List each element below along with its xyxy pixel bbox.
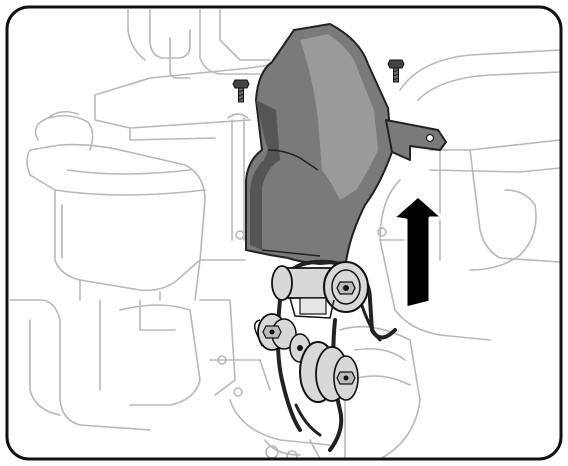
engine-line-art bbox=[9, 9, 561, 459]
lower-pulley bbox=[289, 333, 359, 403]
mounting-screw-icon bbox=[387, 59, 405, 83]
upper-pulley bbox=[271, 261, 369, 319]
idler-pulley bbox=[253, 313, 297, 351]
mounting-screw-left bbox=[232, 79, 250, 103]
up-arrow-icon bbox=[391, 194, 445, 310]
mounting-screw-icon bbox=[232, 79, 250, 103]
mounting-screw-right bbox=[387, 59, 405, 83]
belt-cover bbox=[245, 23, 447, 265]
frame-border bbox=[5, 5, 563, 461]
